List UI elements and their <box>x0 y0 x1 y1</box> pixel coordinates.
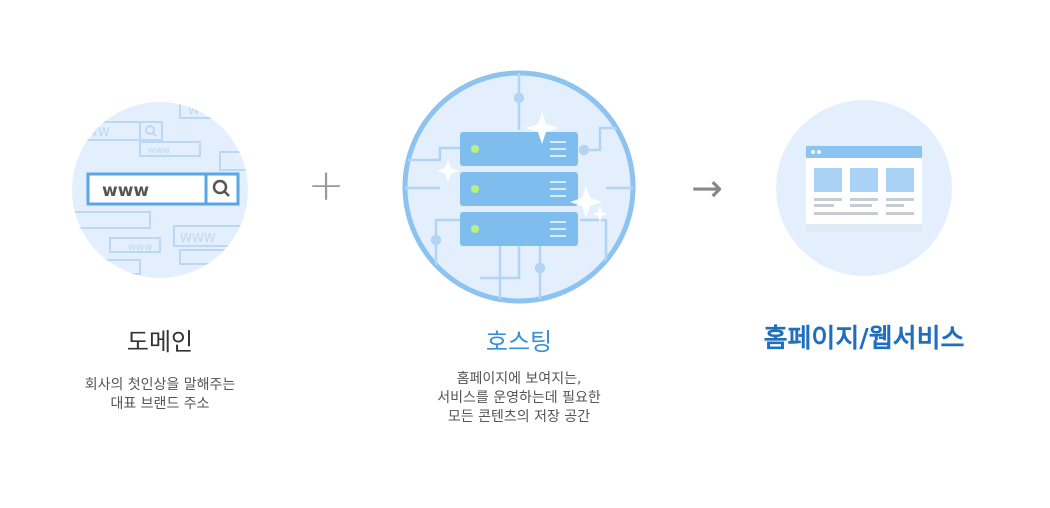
bg-label: www <box>128 242 153 253</box>
homepage-title: 홈페이지/웹서비스 <box>763 324 965 354</box>
server-rack-icon <box>460 132 578 246</box>
bg-label: WWW <box>180 231 216 245</box>
domain-illustration: WW www WWW www W www <box>72 102 248 278</box>
homepage-step <box>776 100 952 276</box>
domain-search-text: www <box>102 181 149 201</box>
bg-label: www <box>148 146 170 156</box>
browser-window-icon <box>806 146 922 232</box>
domain-step: WW www WWW www W www <box>70 100 250 280</box>
hosting-illustration <box>402 70 636 304</box>
homepage-illustration <box>776 100 952 276</box>
domain-title: 도메인 <box>126 328 194 356</box>
bg-label: W <box>188 103 200 117</box>
hosting-step <box>400 68 638 306</box>
magnifier-icon <box>145 125 157 137</box>
hosting-desc: 홈페이지에 보여지는, 서비스를 운영하는데 필요한 모든 콘텐츠의 저장 공간 <box>437 371 601 425</box>
bg-label: WW <box>86 125 110 139</box>
sparkle-icon <box>437 112 608 222</box>
arrow-icon: → <box>691 166 723 210</box>
search-icon <box>212 179 230 197</box>
plus-icon: + <box>307 160 345 211</box>
hosting-title: 호스팅 <box>485 328 553 356</box>
domain-desc: 회사의 첫인상을 말해주는 대표 브랜드 주소 <box>84 377 236 412</box>
